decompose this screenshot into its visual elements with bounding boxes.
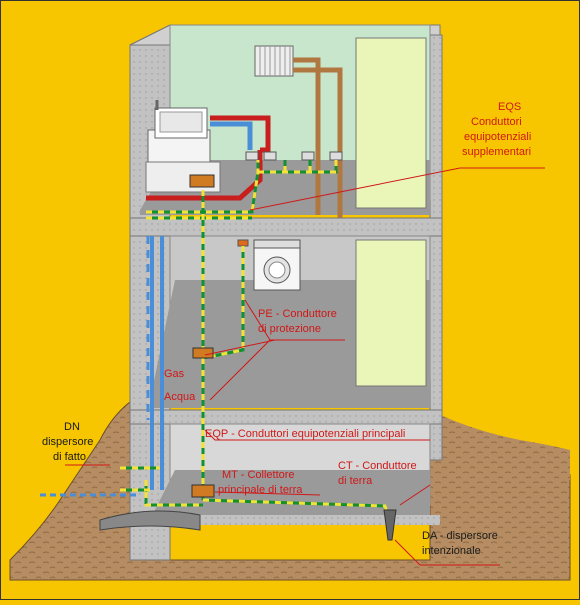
label-da: DA - dispersore intenzionale: [422, 530, 498, 557]
svg-text:intenzionale: intenzionale: [422, 545, 481, 557]
natural-earth-electrode: [99, 510, 201, 531]
svg-text:principale di terra: principale di terra: [218, 484, 303, 496]
label-gas: Gas: [164, 368, 185, 380]
upper-room-door: [355, 37, 427, 209]
main-earth-collector: [191, 484, 215, 498]
label-eqp: EQP - Conduttori equipotenziali principa…: [205, 428, 405, 440]
middle-collector: [192, 347, 214, 359]
label-mt: MT - Collettore principale di terra: [218, 469, 303, 496]
svg-text:di terra: di terra: [338, 475, 373, 487]
power-outlet: [237, 239, 249, 247]
middle-room-door: [355, 239, 427, 387]
svg-text:equipotenziali: equipotenziali: [464, 131, 531, 143]
svg-text:DN: DN: [64, 421, 80, 433]
heating-pipe-1: [293, 57, 321, 215]
svg-text:supplementari: supplementari: [462, 146, 531, 158]
svg-text:PE - Conduttore: PE - Conduttore: [258, 308, 337, 320]
svg-text:dispersore: dispersore: [42, 436, 93, 448]
right-wall: [429, 34, 443, 461]
svg-text:MT - Collettore: MT - Collettore: [222, 469, 295, 481]
intentional-earth-electrode: [383, 509, 397, 541]
label-acqua: Acqua: [164, 391, 196, 403]
label-pe: PE - Conduttore di protezione: [258, 308, 337, 335]
leader-lines: [65, 167, 545, 566]
cold-water-pipe: [210, 121, 253, 150]
lower-slab: [129, 409, 443, 425]
svg-text:DA - dispersore: DA - dispersore: [422, 530, 498, 542]
upper-slab: [129, 217, 443, 237]
svg-text:Conduttori: Conduttori: [471, 116, 522, 128]
radiator: [254, 45, 294, 77]
svg-text:di fatto: di fatto: [53, 451, 86, 463]
svg-text:di protezione: di protezione: [258, 323, 321, 335]
upper-collector: [189, 174, 215, 188]
washing-machine: [253, 239, 301, 291]
label-ct: CT - Conduttore di terra: [338, 460, 417, 487]
cold-water-riser: [150, 236, 164, 490]
basement-slab: [140, 515, 440, 525]
label-dn: DN dispersore di fatto: [42, 421, 93, 463]
svg-text:CT - Conduttore: CT - Conduttore: [338, 460, 417, 472]
hot-water-pipe-main: [146, 147, 268, 201]
ground-earth-right: [430, 410, 570, 480]
hot-water-pipe: [210, 115, 271, 155]
heating-pipe-2: [293, 67, 343, 218]
basement-floor: [150, 470, 430, 520]
svg-text:EQS: EQS: [498, 101, 521, 113]
sink: [147, 100, 211, 163]
label-eqs: EQS Conduttori equipotenziali supplement…: [462, 101, 531, 158]
